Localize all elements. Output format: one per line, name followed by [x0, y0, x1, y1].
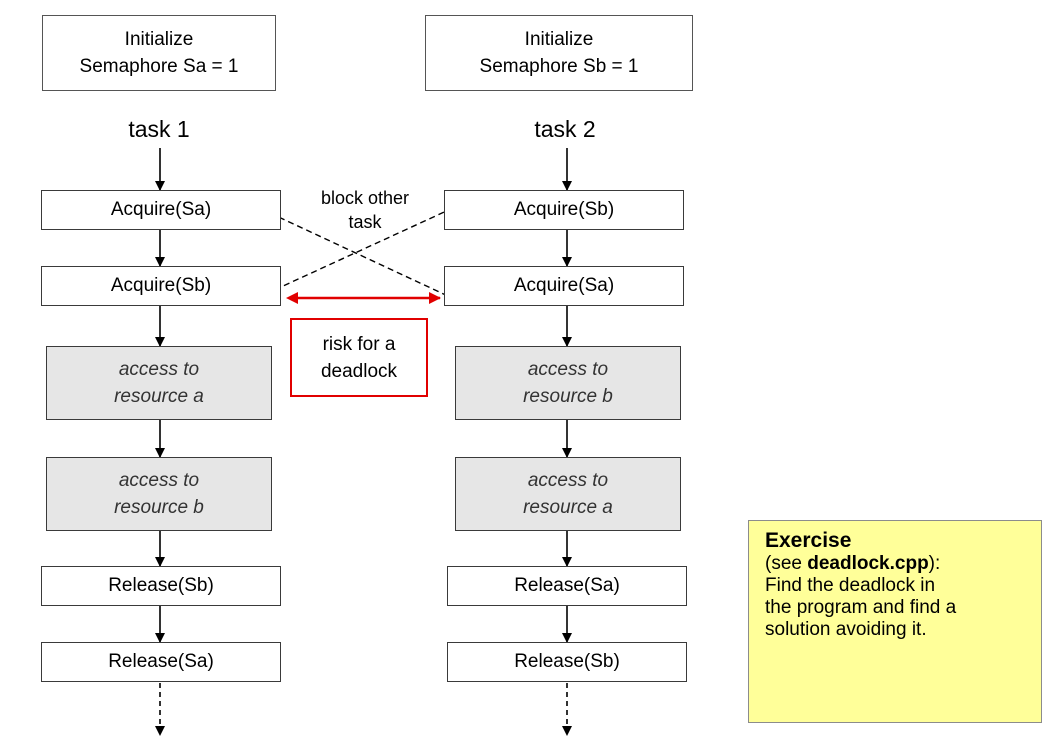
exercise-instruction-line: Find the deadlock in — [765, 575, 936, 596]
block-other-task-note: block other task — [300, 186, 430, 234]
step-label: Release(Sa) — [108, 650, 214, 672]
task1-access-resource-b-box: access to resource b — [46, 457, 272, 531]
task2-acquire-sa-box: Acquire(Sa) — [444, 266, 684, 306]
init-semaphore-sa-box: Initialize Semaphore Sa = 1 — [42, 15, 276, 91]
exercise-instruction-line: the program and find a — [765, 597, 957, 618]
resource-line: resource a — [114, 386, 204, 407]
task1-access-resource-a-box: access to resource a — [46, 346, 272, 420]
step-label: Acquire(Sb) — [110, 274, 212, 296]
exercise-instruction-line: solution avoiding it. — [765, 619, 927, 640]
init-line: Initialize — [524, 29, 594, 50]
init-line: Semaphore Sa = 1 — [79, 56, 239, 77]
resource-line: resource b — [523, 386, 613, 407]
task1-release-sb-box: Release(Sb) — [41, 566, 281, 606]
note-line: block other — [320, 188, 410, 208]
task2-release-sa-box: Release(Sa) — [447, 566, 687, 606]
task1-release-sa-box: Release(Sa) — [41, 642, 281, 682]
risk-line: deadlock — [320, 360, 398, 382]
init-line: Initialize — [124, 29, 194, 50]
step-label: Release(Sb) — [108, 574, 214, 596]
task-1-label: task 1 — [128, 116, 190, 142]
resource-line: access to — [118, 359, 200, 380]
task1-acquire-sa-box: Acquire(Sa) — [41, 190, 281, 230]
init-line: Semaphore Sb = 1 — [479, 56, 639, 77]
risk-arrowhead-left-icon — [286, 292, 298, 304]
task2-access-resource-b-box: access to resource b — [455, 346, 681, 420]
init-semaphore-sb-box: Initialize Semaphore Sb = 1 — [425, 15, 693, 91]
resource-line: resource a — [523, 497, 613, 518]
resource-line: access to — [527, 470, 609, 491]
deadlock-risk-box: risk for a deadlock — [290, 318, 428, 397]
resource-line: access to — [118, 470, 200, 491]
exercise-see-suffix: ): — [928, 553, 941, 574]
step-label: Acquire(Sa) — [513, 274, 615, 296]
exercise-note: Exercise (see deadlock.cpp): Find the de… — [748, 520, 1042, 723]
task1-acquire-sb-box: Acquire(Sb) — [41, 266, 281, 306]
step-label: Acquire(Sa) — [110, 198, 212, 220]
note-line: task — [348, 212, 382, 232]
resource-line: resource b — [114, 497, 204, 518]
exercise-title: Exercise — [765, 529, 852, 552]
block-line-sa — [269, 212, 451, 298]
exercise-file-name: deadlock.cpp — [807, 553, 929, 574]
exercise-reference: (see deadlock.cpp): — [765, 553, 1041, 575]
task2-access-resource-a-box: access to resource a — [455, 457, 681, 531]
step-label: Release(Sb) — [514, 650, 620, 672]
exercise-see-prefix: (see — [765, 553, 808, 574]
step-label: Release(Sa) — [514, 574, 620, 596]
block-line-sb — [269, 207, 454, 293]
step-label: Acquire(Sb) — [513, 198, 615, 220]
resource-line: access to — [527, 359, 609, 380]
risk-line: risk for a — [322, 333, 396, 355]
task2-release-sb-box: Release(Sb) — [447, 642, 687, 682]
task-2-label: task 2 — [534, 116, 596, 142]
task2-acquire-sb-box: Acquire(Sb) — [444, 190, 684, 230]
